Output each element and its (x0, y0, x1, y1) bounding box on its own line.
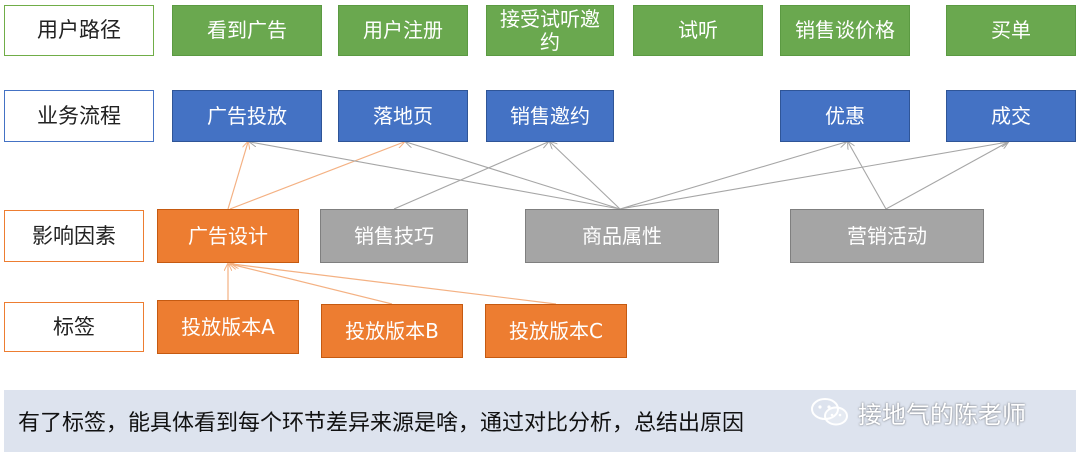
factor-product-attributes: 商品属性 (525, 209, 719, 263)
business-step-ad-delivery: 广告投放 (172, 90, 322, 142)
footer-note: 有了标签，能具体看到每个环节差异来源是啥，通过对比分析，总结出原因 (4, 390, 1076, 452)
factor-sales-skill: 销售技巧 (320, 209, 468, 263)
footer-text: 有了标签，能具体看到每个环节差异来源是啥，通过对比分析，总结出原因 (18, 411, 745, 436)
row-label-tags: 标签 (4, 302, 144, 352)
user-path-step-register: 用户注册 (338, 5, 468, 56)
arrow-product-to-discount (619, 142, 846, 210)
arrow-product-to-deal (619, 142, 1008, 210)
user-path-step-accept-trial: 接受试听邀约 (486, 5, 614, 56)
arrow-marketing-to-discount (848, 142, 887, 210)
row-label-factors: 影响因素 (4, 210, 144, 262)
arrow-product-to-sales-invite (550, 142, 621, 210)
tag-version-c: 投放版本C (485, 304, 627, 358)
user-path-step-see-ad: 看到广告 (172, 5, 322, 56)
business-step-sales-invite: 销售邀约 (486, 90, 614, 142)
arrow-design-to-ad-delivery (227, 142, 248, 210)
arrow-product-to-landing-page (406, 142, 621, 210)
user-path-step-purchase: 买单 (946, 5, 1076, 56)
arrow-design-to-landing-page (229, 142, 404, 210)
arrow-sales-skill-to-sales-invite (393, 142, 548, 210)
arrow-marketing-to-deal (885, 142, 1008, 210)
factor-ad-design: 广告设计 (157, 209, 299, 263)
factor-marketing-activity: 营销活动 (790, 209, 984, 263)
business-step-landing-page: 落地页 (338, 90, 468, 142)
row-label-business-flow: 业务流程 (4, 90, 154, 142)
row-label-user-path: 用户路径 (4, 5, 154, 56)
user-path-step-negotiate: 销售谈价格 (780, 5, 910, 56)
tag-version-b: 投放版本B (321, 304, 463, 358)
user-path-step-trial: 试听 (633, 5, 763, 56)
watermark: 接地气的陈老师 (810, 392, 1026, 432)
wechat-icon (811, 398, 848, 426)
tag-version-a: 投放版本A (157, 300, 299, 354)
arrow-version-c-to-design (232, 264, 557, 305)
arrow-product-to-ad-delivery (250, 142, 621, 210)
business-step-discount: 优惠 (780, 90, 910, 142)
business-step-deal: 成交 (946, 90, 1076, 142)
arrow-version-b-to-design (230, 264, 393, 305)
watermark-text: 接地气的陈老师 (858, 400, 1026, 429)
